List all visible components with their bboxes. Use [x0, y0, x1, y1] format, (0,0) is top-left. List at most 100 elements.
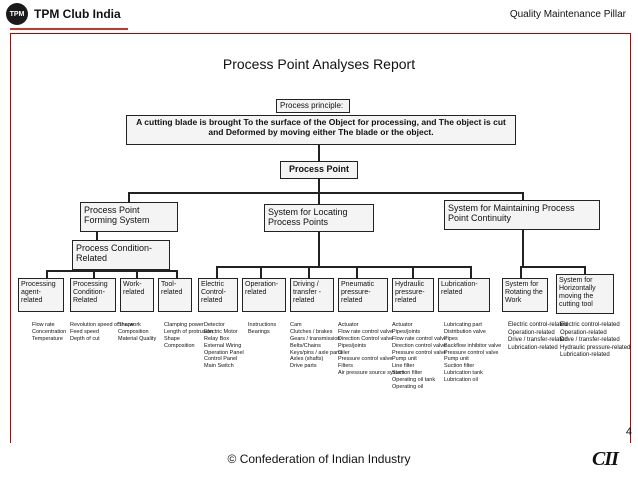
item: Revolution speed of the work [70, 322, 141, 328]
item: Actuator [392, 322, 413, 328]
leaf-hydraulic: Hydraulic pressure-related [392, 278, 434, 312]
slide-title: Process Point Analyses Report [222, 56, 416, 72]
item: Line filter [392, 363, 415, 370]
leaf-lubrication: Lubrication-related [438, 278, 490, 312]
item: Operating oil [392, 383, 424, 390]
item: Drive parts [290, 363, 317, 370]
item: Bearings [248, 328, 270, 335]
leaf-items: Electric control-related Operation-relat… [560, 322, 630, 360]
item: Filters [338, 363, 353, 370]
item: Direction control valve [392, 342, 447, 349]
forming-system-box: Process Point Forming System [80, 202, 178, 232]
leaf-items: Detector Electric Motor Relay Box Extern… [204, 322, 244, 370]
item: Pump unit [392, 356, 417, 363]
item: Concentration [32, 328, 67, 335]
item: Operation-related [560, 329, 607, 336]
leaf-rotating-work: System for Rotating the Work [502, 278, 548, 312]
item: Feed speed [70, 328, 100, 335]
slide-frame [10, 33, 631, 443]
connector [216, 266, 218, 278]
leaf-items: Instructions Bearings [248, 322, 276, 336]
item: Lubrication-related [560, 352, 610, 358]
item: Electric control-related [508, 322, 568, 328]
item: Drive / transfer-related [560, 337, 620, 343]
item: Detector [204, 322, 225, 328]
leaf-items: Actuator Flow rate control valve Directi… [338, 322, 405, 377]
connector [46, 270, 48, 278]
principle-label: Process principle: [276, 99, 350, 113]
item: Air pressure source system [338, 370, 405, 377]
item: Pressure control valve [338, 356, 393, 363]
item: Shape [118, 322, 134, 328]
connector [176, 270, 178, 278]
connector [318, 192, 320, 204]
cii-logo: CII [592, 448, 619, 470]
item: Axles (shafts) [290, 356, 324, 363]
item: Temperature [32, 335, 63, 342]
item: Operating oil tank [392, 377, 436, 383]
leaf-driving-transfer: Driving / transfer - related [290, 278, 334, 312]
page-number: 4 [625, 426, 632, 438]
connector [520, 266, 522, 278]
item: Suction filter [444, 363, 475, 370]
item: Depth of cut [70, 335, 100, 342]
connector [522, 192, 524, 200]
pillar-name: Quality Maintenance Pillar [509, 9, 626, 20]
connector [522, 230, 524, 266]
leaf-items: Shape Composition Material Quality [118, 322, 156, 343]
item: Clutches / brakes [290, 328, 333, 335]
connector [136, 270, 138, 278]
club-name: TPM Club India [34, 7, 121, 21]
tpm-logo: TPM [6, 3, 28, 25]
item: Keys/pins / axle parts [290, 349, 343, 356]
leaf-items: Flow rate Concentration Temperature [32, 322, 66, 343]
connector [46, 270, 178, 272]
item: Operation-related [508, 329, 555, 336]
leaf-items: Electric control-related Operation-relat… [508, 322, 568, 352]
item: Lubricating part [444, 322, 482, 328]
locating-system-box: System for Locating Process Points [264, 204, 374, 232]
connector [216, 266, 472, 268]
leaf-work: Work-related [120, 278, 154, 312]
connector [128, 192, 523, 194]
item: Belts/Chains [290, 342, 321, 349]
item: Flow rate control valve [338, 328, 394, 335]
continuity-system-box: System for Maintaining Process Point Con… [444, 200, 600, 230]
connector [318, 145, 320, 161]
item: Flow rate [32, 322, 55, 328]
frame-top-border [10, 33, 631, 34]
connector [260, 266, 262, 278]
item: Gears / transmission [290, 335, 341, 342]
item: Control Panel [204, 356, 238, 363]
item: Suction filter [392, 370, 423, 377]
principle-text: A cutting blade is brought To the surfac… [126, 115, 516, 145]
connector [470, 266, 472, 278]
leaf-electric-control: Electric Control-related [198, 278, 238, 312]
connector [412, 266, 414, 278]
item: Flow rate control valve [392, 335, 448, 342]
leaf-tool: Tool-related [158, 278, 192, 312]
leaf-operation: Operation-related [242, 278, 286, 312]
connector [584, 266, 586, 274]
item: Pipes/joints [338, 342, 367, 349]
item: Distribution valve [444, 328, 486, 335]
condition-box: Process Condition-Related [72, 240, 170, 270]
item: Composition [118, 328, 149, 335]
item: Pipes/joints [392, 328, 421, 335]
item: Backflow inhibitor valve [444, 342, 502, 349]
process-point-box: Process Point [280, 161, 358, 179]
header-rule [10, 28, 128, 30]
item: Electric control-related [560, 322, 620, 328]
item: Length of protrusion [164, 328, 213, 335]
leaf-processing-condition: Processing Condition-Related [70, 278, 116, 312]
item: Instructions [248, 322, 277, 328]
leaf-items: Actuator Pipes/joints Flow rate control … [392, 322, 447, 391]
leaf-processing-agent: Processing agent-related [18, 278, 64, 312]
item: Lubrication oil [444, 377, 478, 383]
item: Cam [290, 322, 302, 328]
connector [318, 179, 320, 192]
item: Main Switch [204, 363, 234, 370]
connector [318, 232, 320, 266]
item: Relay Box [204, 335, 230, 342]
item: Pump unit [444, 356, 469, 363]
